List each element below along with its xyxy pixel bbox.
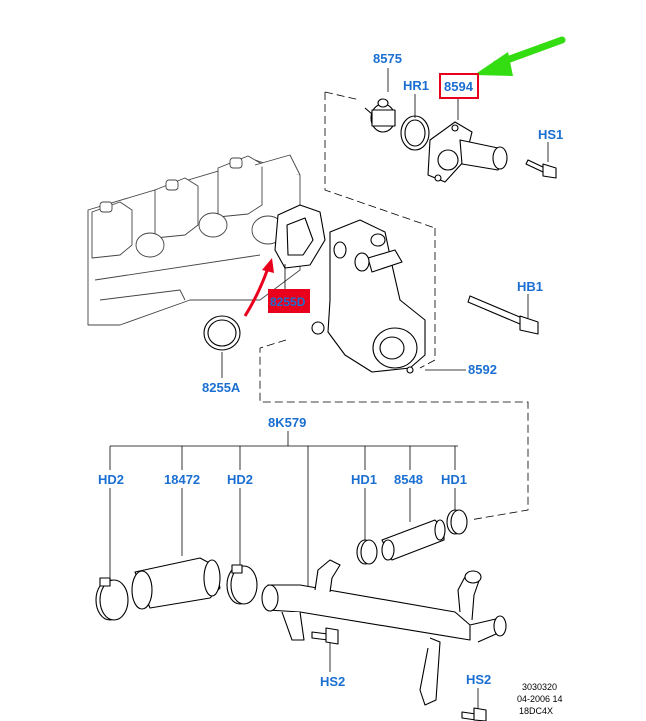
screw-hs2-left[interactable] [311,627,339,645]
sealing-ring-hr1[interactable] [400,115,430,151]
label-8575[interactable]: 8575 [373,51,402,66]
highlight-fill-8255d [268,289,310,313]
screw-hs2-right[interactable] [461,707,487,721]
screw-hs1[interactable] [525,159,557,179]
label-hs2-left[interactable]: HS2 [320,674,345,689]
reference-code: 18DC4X [519,706,553,716]
reference-date: 04-2006 14 [517,694,563,704]
bracket-line-8k579 [109,431,458,600]
label-8255d[interactable]: 8255D [270,295,306,309]
reference-number: 3030320 [522,682,557,692]
green-arrow [474,36,566,76]
label-18472[interactable]: 18472 [164,472,200,487]
leader-lines [109,68,549,712]
label-8255a[interactable]: 8255A [202,380,241,395]
label-hd2-left[interactable]: HD2 [98,472,124,487]
label-hd2-mid[interactable]: HD2 [227,472,253,487]
bolt-hb1[interactable] [467,295,539,335]
label-hd1-right[interactable]: HD1 [441,472,467,487]
label-8k579[interactable]: 8K579 [268,415,306,430]
label-hs1[interactable]: HS1 [538,127,563,142]
label-hd1-left[interactable]: HD1 [351,472,377,487]
oring-8255a[interactable] [203,315,241,351]
highlight-box-8594 [439,73,479,99]
hose-clamp-hd2-mid[interactable] [226,564,258,605]
thermostat-housing-outlet[interactable] [427,121,508,183]
coolant-hose-8548[interactable] [381,519,446,561]
engine-cylinder-head [87,154,301,326]
red-arrow [243,258,274,317]
hose-clamp-hd1-right[interactable] [446,509,468,535]
label-8592[interactable]: 8592 [468,362,497,377]
hose-clamp-hd2-left[interactable] [95,577,129,621]
coolant-hose-18472[interactable] [131,557,221,610]
label-hs2-right[interactable]: HS2 [466,672,491,687]
label-hr1[interactable]: HR1 [403,78,429,93]
coolant-pipe-8k579[interactable] [261,559,507,706]
label-8548[interactable]: 8548 [394,472,423,487]
label-8594[interactable]: 8594 [444,79,474,94]
water-outlet-housing[interactable] [311,219,426,374]
hose-clamp-hd1-left[interactable] [356,539,378,565]
gasket-8255d[interactable] [274,204,326,269]
label-hb1[interactable]: HB1 [517,279,543,294]
thermostat[interactable] [364,98,396,133]
